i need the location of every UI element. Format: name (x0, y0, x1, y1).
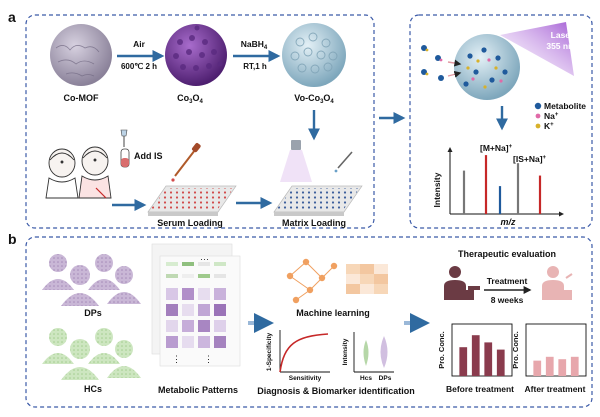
matrix-loading-label: Matrix Loading (282, 218, 346, 228)
after-bar-3 (558, 359, 567, 376)
legend-na: Na+ (544, 111, 559, 121)
roc-curve-plot: 1-Specificity Sensitivity (266, 330, 330, 382)
violin-plot: Intensity Hcs DPs (342, 332, 394, 382)
laser-wavelength: 355 nm (546, 41, 576, 51)
roc-ylabel: 1-Specificity (266, 332, 273, 371)
add-is-label: Add IS (134, 151, 163, 161)
vo-sphere-loaded (454, 34, 520, 100)
co3o4-sphere (165, 24, 227, 86)
roc-curve (279, 333, 329, 373)
ms-spectrum: Intensity m/z [M+Na]+ [IS+Na]+ (432, 143, 564, 227)
after-bar-1 (533, 360, 542, 376)
vo-co3o4-sphere (282, 23, 346, 87)
hcs-label: HCs (84, 384, 102, 394)
before-treatment-label: Before treatment (446, 384, 514, 394)
ellipsis-left: ⋮ (172, 354, 181, 364)
patient-after-icon (542, 266, 573, 300)
violin-hcs (363, 340, 369, 366)
panel-b-frame (25, 236, 593, 408)
neural-network-icon (286, 258, 338, 304)
violin-ylabel: Intensity (342, 338, 349, 365)
ions-flying (421, 45, 462, 81)
therapeutic-label: Therapeutic evaluation (458, 249, 556, 259)
ms-legend: Metabolite Na+ K+ (534, 101, 586, 131)
violin-xlabel-dps: DPs (379, 375, 392, 382)
legend-metabolite: Metabolite (544, 101, 586, 111)
before-bar-4 (496, 349, 505, 376)
serum-loading-label: Serum Loading (157, 218, 223, 228)
legend-k: K+ (544, 121, 554, 131)
after-treatment-chart: Pro. Conc. After treatment (511, 323, 587, 394)
ellipsis-top: ··· (200, 254, 209, 264)
peak-label-is-na: [IS+Na]+ (513, 154, 547, 164)
dps-crowd (42, 254, 141, 306)
metabolic-patterns-matrix: ··· ⋮ ⋮ (151, 243, 241, 367)
panel-a-letter: a (8, 9, 16, 25)
peak-label-m-na: [M+Na]+ (480, 143, 513, 153)
after-bar-4 (570, 356, 579, 376)
after-chart-ylabel: Pro. Conc. (511, 331, 520, 369)
duration-label: 8 weeks (491, 295, 524, 305)
laser-label: Laser (551, 30, 574, 40)
roc-xlabel: Sensitivity (289, 375, 322, 382)
dps-label: DPs (84, 308, 102, 318)
co-mof-sphere (50, 24, 112, 86)
violin-xlabel-hcs: Hcs (360, 375, 372, 382)
co3o4-label: Co3O4 (177, 93, 203, 105)
step1-condition-bottom: 600℃ 2 h (121, 62, 157, 71)
patients-illustration (45, 146, 112, 199)
laser-beam (500, 22, 574, 76)
diagnosis-label: Diagnosis & Biomarker identification (257, 386, 415, 396)
after-treatment-label: After treatment (525, 384, 586, 394)
before-treatment-chart: Pro. Conc. Before treatment (437, 323, 514, 394)
metabolic-patterns-label: Metabolic Patterns (158, 385, 238, 395)
spectrum-xlabel: m/z (500, 217, 516, 227)
panel-a-workflow-frame (25, 14, 375, 229)
before-bar-1 (459, 347, 468, 376)
matrix-plate (273, 140, 363, 216)
spectrum-peaks (462, 155, 542, 214)
step1-condition-top: Air (133, 39, 146, 49)
panel-a-ms-frame (409, 14, 593, 229)
treatment-label: Treatment (487, 276, 528, 286)
ellipsis-right: ⋮ (204, 354, 213, 364)
serum-plate (147, 185, 237, 216)
vo-co3o4-label: Vo-Co3O4 (294, 93, 334, 105)
patient-before-icon (444, 266, 480, 300)
step2-condition-top: NaBH4 (241, 39, 268, 51)
hcs-crowd (42, 328, 141, 380)
before-chart-ylabel: Pro. Conc. (437, 331, 446, 369)
ml-heatmap (346, 264, 388, 294)
after-bar-2 (545, 356, 554, 376)
co-mof-label: Co-MOF (64, 93, 99, 103)
dropper-icon (171, 143, 201, 182)
before-bar-3 (484, 342, 493, 376)
before-bar-2 (471, 335, 480, 376)
spectrum-ylabel: Intensity (432, 172, 442, 207)
machine-learning-label: Machine learning (296, 308, 370, 318)
test-tube-icon (120, 129, 130, 168)
step2-condition-bottom: RT,1 h (243, 62, 267, 71)
panel-b-letter: b (8, 231, 17, 247)
violin-dps (380, 336, 388, 368)
